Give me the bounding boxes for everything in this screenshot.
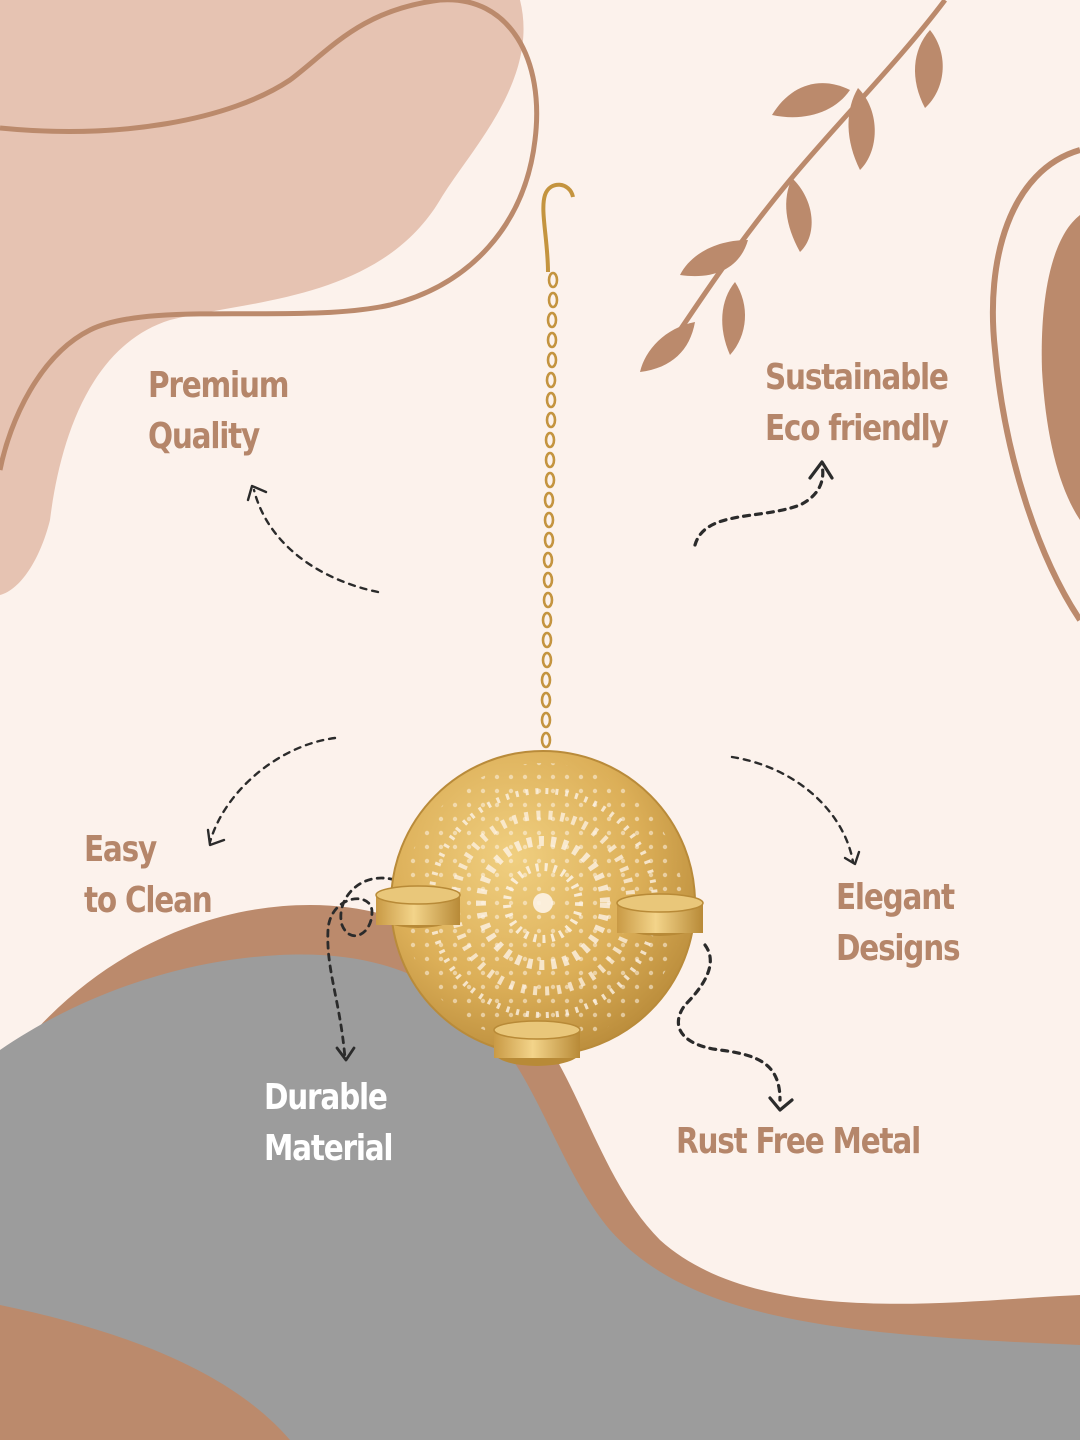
leaf-branch-icon <box>640 0 947 372</box>
flowing-line-top <box>0 0 540 471</box>
right-arc-fill <box>1041 215 1080 520</box>
feature-line: Material <box>264 1128 394 1169</box>
feature-premium-quality: Premium Quality <box>148 360 289 462</box>
feature-line: Premium <box>148 365 289 406</box>
feature-line: Eco friendly <box>765 408 949 449</box>
gray-blob <box>0 954 1080 1440</box>
brown-blob-corner <box>0 1305 290 1440</box>
dashed-arrow-icon <box>208 463 855 1102</box>
feature-sustainable: Sustainable Eco friendly <box>765 352 949 454</box>
feature-durable-material: Durable Material <box>264 1072 394 1174</box>
chain-icon <box>540 271 559 749</box>
hook-icon <box>541 182 575 273</box>
feature-elegant-designs: Elegant Designs <box>836 872 961 974</box>
feature-line: Designs <box>836 928 961 969</box>
feature-line: to Clean <box>84 880 213 921</box>
tealight-holder-icon <box>375 750 704 1066</box>
feature-line: Durable <box>264 1077 388 1118</box>
arrow-heads <box>206 460 861 1112</box>
feature-line: Rust Free Metal <box>676 1121 921 1162</box>
feature-rust-free-metal: Rust Free Metal <box>676 1116 921 1167</box>
feature-line: Easy <box>84 829 157 870</box>
feature-easy-to-clean: Easy to Clean <box>84 824 213 926</box>
feature-line: Quality <box>148 416 260 457</box>
feature-line: Sustainable <box>765 357 949 398</box>
blush-blob <box>0 0 524 595</box>
feature-line: Elegant <box>836 877 955 918</box>
right-arc <box>989 147 1080 622</box>
